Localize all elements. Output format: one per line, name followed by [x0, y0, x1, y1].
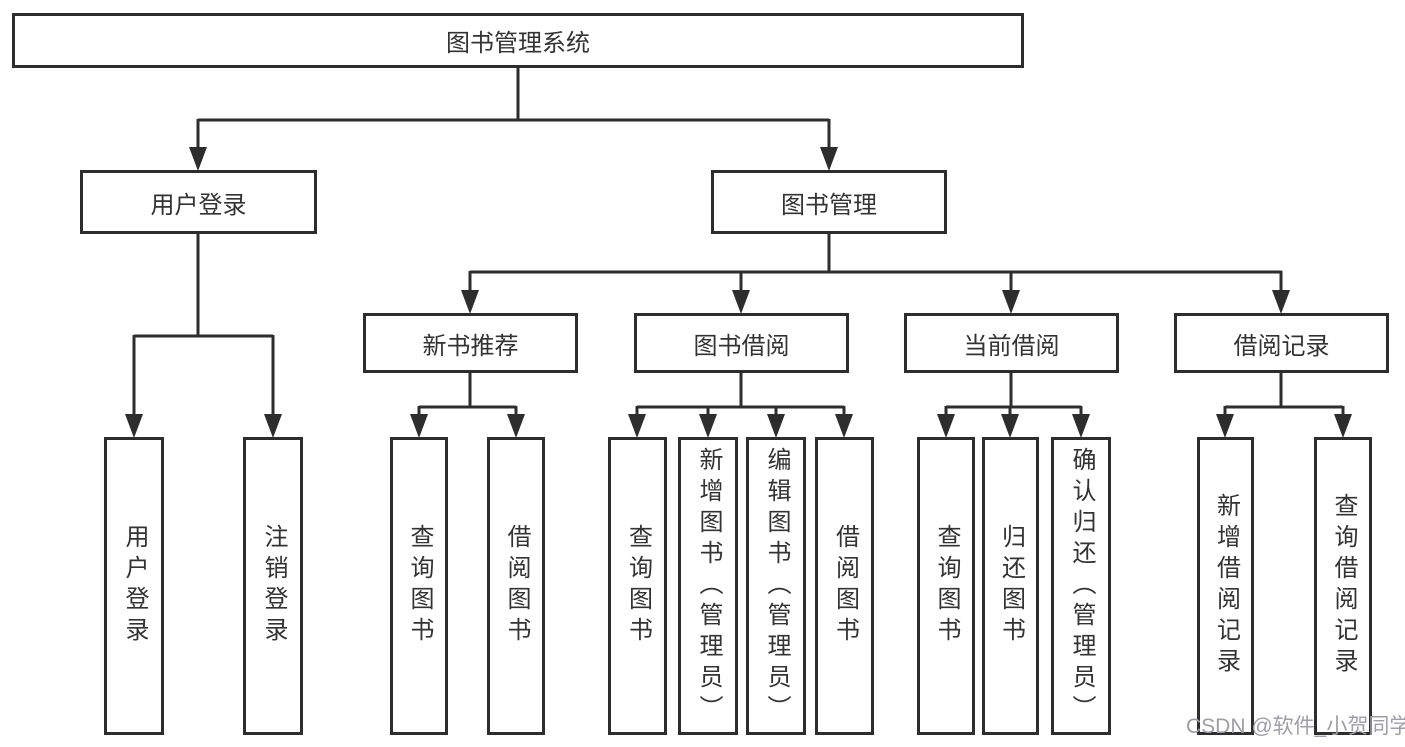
leaf-confirm-return-admin: 确认归还（管理员） — [1051, 437, 1111, 735]
leaf-confirm-return-admin-label: 确认归还（管理员） — [1068, 446, 1095, 726]
leaf-return-books: 归还图书 — [982, 437, 1039, 735]
node-borrowing-records-label: 借阅记录 — [1233, 332, 1330, 360]
leaf-add-book-admin: 新增图书（管理员） — [678, 437, 738, 735]
node-book-management: 图书管理 — [711, 170, 947, 234]
leaf-add-borrow-record-label: 新增借阅记录 — [1212, 493, 1240, 679]
leaf-borrow-books-recommend: 借阅图书 — [487, 437, 545, 735]
leaf-borrow-books-borrowing-label: 借阅图书 — [831, 524, 859, 648]
leaf-query-books-current-label: 查询图书 — [933, 524, 960, 648]
node-new-book-recommendation-label: 新书推荐 — [422, 332, 519, 360]
node-current-borrowing-label: 当前借阅 — [963, 332, 1060, 360]
node-user-login-label: 用户登录 — [150, 191, 247, 219]
leaf-query-books-recommend: 查询图书 — [390, 437, 448, 735]
leaf-query-borrow-record-label: 查询借阅记录 — [1330, 493, 1357, 679]
leaf-edit-book-admin-label: 编辑图书（管理员） — [763, 446, 790, 726]
leaf-logout: 注销登录 — [243, 437, 303, 735]
leaf-add-borrow-record: 新增借阅记录 — [1197, 437, 1254, 735]
leaf-borrow-books-recommend-label: 借阅图书 — [503, 524, 530, 648]
leaf-logout-label: 注销登录 — [260, 524, 287, 648]
leaf-borrow-books-borrowing: 借阅图书 — [815, 437, 874, 735]
node-borrowing-records: 借阅记录 — [1174, 313, 1389, 373]
leaf-edit-book-admin: 编辑图书（管理员） — [746, 437, 806, 735]
node-root-label: 图书管理系统 — [446, 30, 590, 57]
leaf-query-books-recommend-label: 查询图书 — [406, 524, 433, 648]
leaf-query-borrow-record: 查询借阅记录 — [1314, 437, 1372, 735]
node-new-book-recommendation: 新书推荐 — [363, 313, 578, 373]
node-book-borrowing-label: 图书借阅 — [693, 332, 790, 360]
leaf-query-books-current: 查询图书 — [917, 437, 975, 735]
leaf-add-book-admin-label: 新增图书（管理员） — [695, 446, 722, 726]
node-user-login: 用户登录 — [80, 170, 317, 234]
node-book-borrowing: 图书借阅 — [634, 313, 849, 373]
leaf-user-login: 用户登录 — [104, 437, 164, 735]
node-root: 图书管理系统 — [12, 13, 1024, 68]
leaf-query-books-borrowing-label: 查询图书 — [624, 524, 652, 648]
leaf-query-books-borrowing: 查询图书 — [608, 437, 667, 735]
leaf-user-login-label: 用户登录 — [121, 524, 148, 648]
watermark: CSDN @软件_小贺同学 — [1186, 715, 1405, 738]
node-current-borrowing: 当前借阅 — [904, 313, 1119, 373]
leaf-return-books-label: 归还图书 — [997, 524, 1025, 648]
node-book-management-label: 图书管理 — [781, 191, 877, 219]
